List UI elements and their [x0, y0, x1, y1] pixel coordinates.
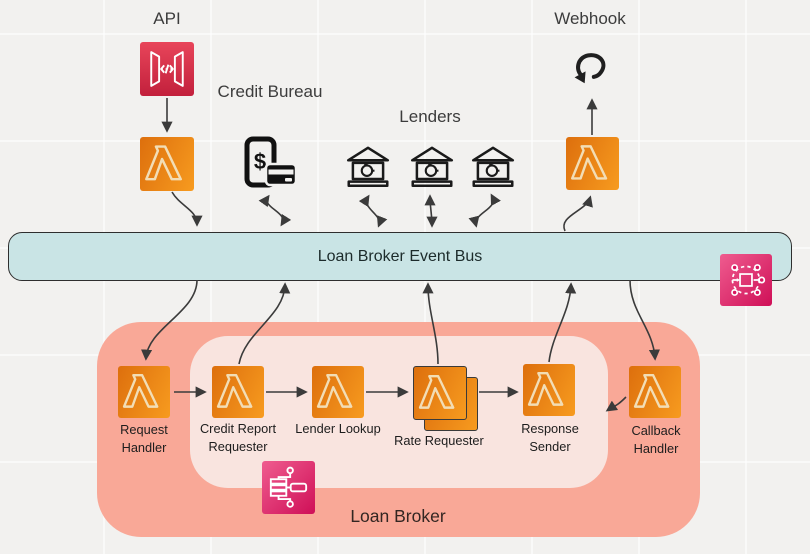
lender-lookup-lambda-icon [312, 366, 364, 418]
api-section-label: API [153, 9, 181, 28]
loan-broker-label: Loan Broker [350, 506, 446, 526]
response-sender-label: Response Sender [521, 421, 579, 454]
rate-requester-label: Rate Requester [394, 433, 484, 448]
callback-handler-lambda-icon [629, 366, 681, 418]
credit-bureau-section-label: Credit Bureau [217, 82, 323, 101]
lenders-section-label: Lenders [399, 107, 461, 126]
credit-report-requester-label: Credit Report Requester [199, 421, 277, 454]
event-bus: Loan Broker Event Bus [8, 232, 792, 281]
webhook-arrow-icon [570, 48, 614, 92]
eventbridge-icon [720, 254, 772, 306]
api-gateway-icon [140, 42, 194, 96]
mobile-payment-icon: $ [240, 136, 298, 194]
lender-lookup-label: Lender Lookup [295, 421, 381, 436]
request-handler-label: Request Handler [120, 422, 168, 455]
request-handler-lambda-icon [118, 366, 170, 418]
step-functions-icon [262, 461, 315, 514]
api-lambda-icon [140, 137, 194, 191]
bank-icon [407, 141, 457, 191]
svg-text:$: $ [254, 149, 266, 174]
bank-icon [343, 141, 393, 191]
webhook-section-label: Webhook [554, 9, 626, 28]
response-sender-lambda-icon [523, 364, 575, 416]
webhook-lambda-icon [566, 137, 619, 190]
rate-requester-lambda-icon [413, 366, 467, 420]
bank-icon [468, 141, 518, 191]
event-bus-label: Loan Broker Event Bus [317, 247, 483, 265]
credit-report-requester-lambda-icon [212, 366, 264, 418]
callback-handler-label: Callback Handler [631, 423, 681, 456]
